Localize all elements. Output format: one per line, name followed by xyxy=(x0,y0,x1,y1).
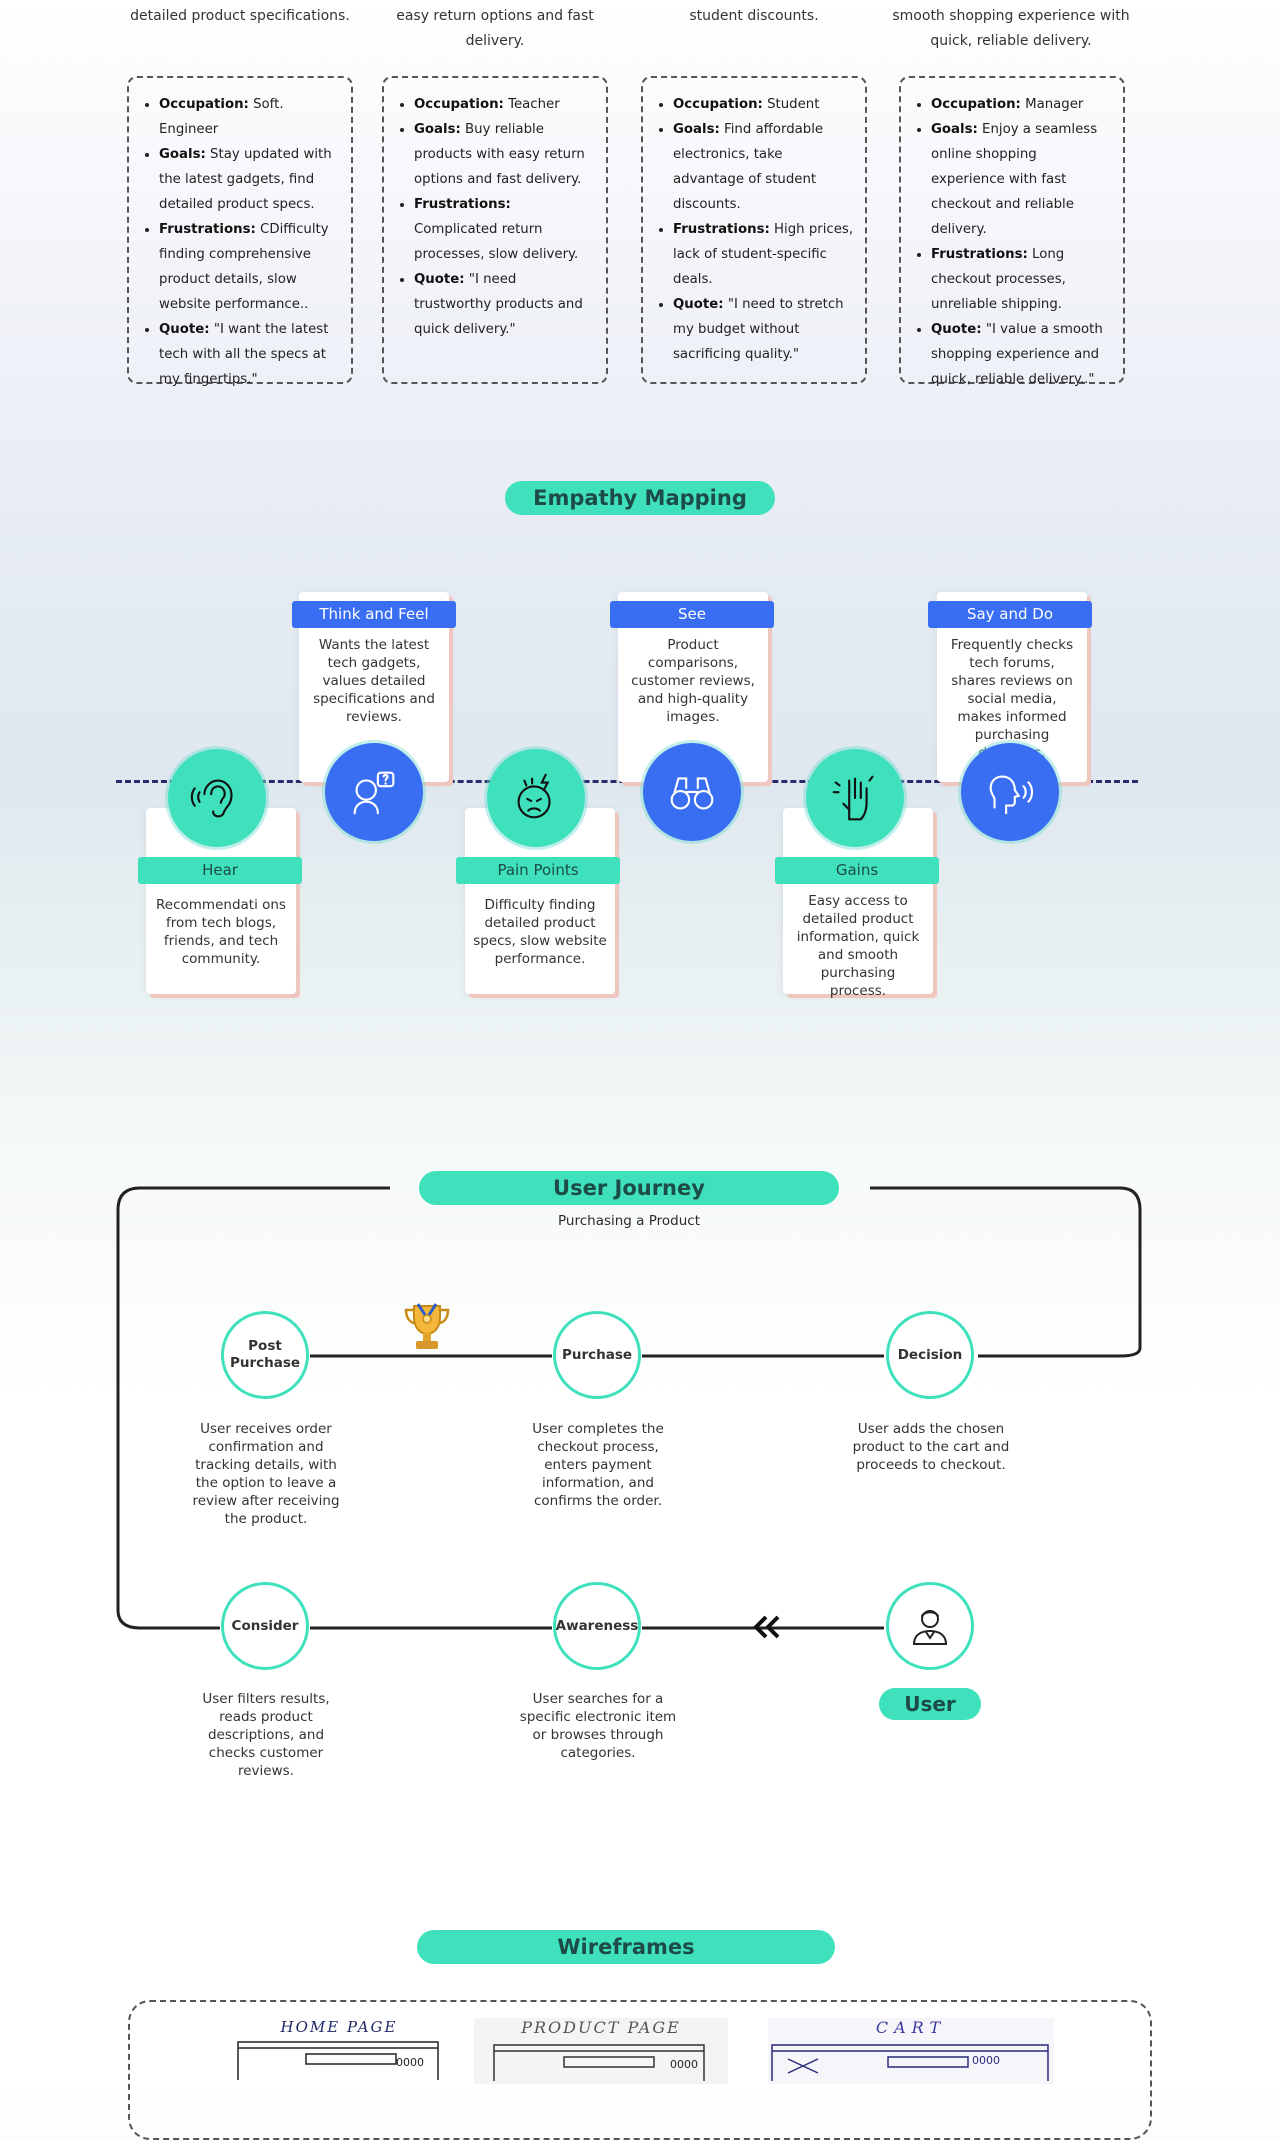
frustrations-value: High prices, lack of student-specific de… xyxy=(673,222,854,287)
persona-goal-tail-1: detailed product specifications. xyxy=(130,8,350,24)
empathy-card-gains: Easy access to detailed product informat… xyxy=(783,808,933,999)
goals-label: Goals: xyxy=(414,122,461,137)
empathy-label-say-do: Say and Do xyxy=(928,601,1092,628)
persona-goal-tail-3: student discounts. xyxy=(689,8,819,24)
empathy-text: Product comparisons, customer reviews, a… xyxy=(631,637,755,725)
occupation-label: Occupation: xyxy=(414,97,504,112)
frustrations-label: Frustrations: xyxy=(414,197,511,212)
sketch-title: CART xyxy=(875,2018,947,2037)
quote-value: "I need to stretch my budget without sac… xyxy=(673,297,844,362)
node-label: Awareness xyxy=(555,1617,639,1634)
occupation-value: Soft. Engineer xyxy=(159,97,284,137)
user-journey-title: User Journey xyxy=(419,1171,839,1205)
occupation-value: Manager xyxy=(1025,97,1084,112)
sketch-price: 0000 xyxy=(972,2054,1000,2067)
goals-value: Buy reliable products with easy return o… xyxy=(414,122,585,187)
empathy-mapping-title: Empathy Mapping xyxy=(505,481,775,515)
wireframes-title: Wireframes xyxy=(417,1930,835,1964)
quote-label: Quote: xyxy=(931,322,982,337)
quote-value: "I want the latest tech with all the spe… xyxy=(159,322,329,387)
frustrations-label: Frustrations: xyxy=(673,222,770,237)
thinking-person-icon xyxy=(325,743,423,841)
persona-goal-tail-2: easy return options and fast delivery. xyxy=(396,8,594,49)
quote-value: "I value a smooth shopping experience an… xyxy=(931,322,1103,387)
frustrations-value: CDifficulty finding comprehensive produc… xyxy=(159,222,329,312)
persona-card-1: Occupation: Soft. Engineer Goals: Stay u… xyxy=(127,76,353,387)
frustrations-label: Frustrations: xyxy=(931,247,1028,262)
node-label: Post Purchase xyxy=(229,1338,301,1371)
quote-label: Quote: xyxy=(673,297,724,312)
ear-icon xyxy=(168,749,266,847)
occupation-label: Occupation: xyxy=(159,97,249,112)
goals-value: Enjoy a seamless online shopping experie… xyxy=(931,122,1098,237)
journey-node-purchase: Purchase xyxy=(553,1311,641,1399)
raised-hand-icon xyxy=(806,749,904,847)
journey-node-decision: Decision xyxy=(886,1311,974,1399)
persona-goal-tail-4: smooth shopping experience with quick, r… xyxy=(892,8,1130,49)
empathy-label-think-feel: Think and Feel xyxy=(292,601,456,628)
user-journey-subtitle: Purchasing a Product xyxy=(558,1213,700,1229)
journey-desc-awareness: User searches for a specific electronic … xyxy=(519,1691,677,1761)
sketch-price: 0000 xyxy=(670,2058,698,2071)
node-label: Consider xyxy=(231,1617,299,1634)
occupation-label: Occupation: xyxy=(931,97,1021,112)
wireframe-sketch-cart: CART 0000 xyxy=(768,2018,1054,2086)
double-chevron-left-icon xyxy=(750,1614,784,1640)
journey-desc-consider: User filters results, reads product desc… xyxy=(202,1691,330,1779)
quote-value: "I need trustworthy products and quick d… xyxy=(414,272,583,337)
journey-node-post-purchase: Post Purchase xyxy=(221,1311,309,1399)
user-avatar-icon xyxy=(886,1582,974,1670)
goals-label: Goals: xyxy=(931,122,978,137)
empathy-text: Easy access to detailed product informat… xyxy=(796,893,920,999)
sketch-title: HOME PAGE xyxy=(280,2018,398,2036)
persona-card-3: Occupation: Student Goals: Find affordab… xyxy=(641,76,867,384)
user-label: User xyxy=(879,1688,981,1720)
empathy-card-pain-points: Difficulty finding detailed product spec… xyxy=(465,808,615,994)
journey-desc-decision: User adds the chosen product to the cart… xyxy=(852,1421,1010,1473)
frustrated-face-icon xyxy=(487,749,585,847)
wireframe-sketch-home: HOME PAGE 0000 xyxy=(236,2018,442,2084)
node-label: Purchase xyxy=(561,1346,633,1363)
goals-label: Goals: xyxy=(159,147,206,162)
goals-label: Goals: xyxy=(673,122,720,137)
goals-value: Find affordable electronics, take advant… xyxy=(673,122,824,212)
occupation-label: Occupation: xyxy=(673,97,763,112)
node-label: Decision xyxy=(897,1346,963,1363)
trophy-icon xyxy=(400,1300,454,1354)
frustrations-value: Complicated return processes, slow deliv… xyxy=(414,222,579,262)
journey-node-consider: Consider xyxy=(221,1582,309,1670)
journey-desc-purchase: User completes the checkout process, ent… xyxy=(532,1421,664,1509)
persona-card-4: Occupation: Manager Goals: Enjoy a seaml… xyxy=(899,76,1125,387)
sketch-price: 0000 xyxy=(396,2056,424,2069)
journey-node-awareness: Awareness xyxy=(553,1582,641,1670)
occupation-value: Student xyxy=(767,97,820,112)
empathy-text: Difficulty finding detailed product spec… xyxy=(473,897,607,967)
journey-path xyxy=(116,1186,1142,1630)
empathy-label-pain-points: Pain Points xyxy=(456,857,620,884)
sketch-title: PRODUCT PAGE xyxy=(521,2018,681,2037)
frustrations-value: Long checkout processes, unreliable ship… xyxy=(931,247,1066,312)
speaking-head-icon xyxy=(961,743,1059,841)
binoculars-icon xyxy=(643,743,741,841)
goals-value: Stay updated with the latest gadgets, fi… xyxy=(159,147,332,212)
frustrations-label: Frustrations: xyxy=(159,222,256,237)
empathy-label-gains: Gains xyxy=(775,857,939,884)
empathy-label-hear: Hear xyxy=(138,857,302,884)
quote-label: Quote: xyxy=(159,322,210,337)
persona-card-2: Occupation: Teacher Goals: Buy reliable … xyxy=(382,76,608,384)
empathy-label-see: See xyxy=(610,601,774,628)
quote-label: Quote: xyxy=(414,272,465,287)
journey-desc-post-purchase: User receives order confirmation and tra… xyxy=(192,1421,340,1527)
empathy-text: Wants the latest tech gadgets, values de… xyxy=(313,637,435,725)
occupation-value: Teacher xyxy=(508,97,560,112)
empathy-text: Recommendati ons from tech blogs, friend… xyxy=(156,897,286,967)
wireframe-sketch-product: PRODUCT PAGE 0000 xyxy=(474,2018,728,2086)
